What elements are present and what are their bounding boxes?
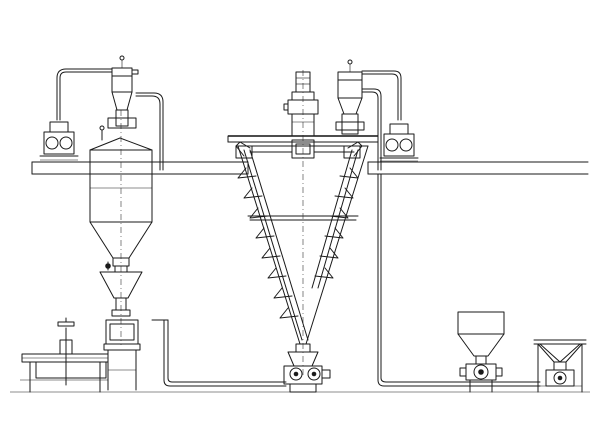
conveying-line-right-top	[361, 73, 399, 121]
bag-discharge-station	[20, 317, 141, 393]
mixer-screw-left	[235, 141, 309, 341]
conical-screw-mixer	[227, 70, 379, 376]
floor-platform-left	[31, 161, 249, 175]
mixer-screw-right	[311, 141, 363, 289]
conveying-line-mixer-right	[361, 91, 379, 171]
feed-hopper-small	[457, 311, 505, 393]
conveying-line-left-top	[59, 71, 113, 121]
vacuum-conveyor-right	[335, 59, 365, 135]
silo-discharge-assembly	[99, 261, 143, 317]
conveying-line-bottom-left	[163, 319, 287, 387]
vacuum-pump-right	[379, 123, 419, 162]
vacuum-pump-left	[39, 121, 79, 161]
discharge-hopper-right	[533, 339, 587, 393]
floor-platform-right	[367, 161, 589, 175]
mixer-gear-housing	[235, 139, 361, 159]
mixer-drive-motor	[283, 71, 319, 137]
vacuum-conveyor-left	[107, 55, 139, 129]
conveying-line-silo-to-mixer	[135, 95, 161, 171]
conveying-line-bottom-right	[377, 173, 541, 387]
mixer-discharge-valve	[283, 343, 331, 393]
